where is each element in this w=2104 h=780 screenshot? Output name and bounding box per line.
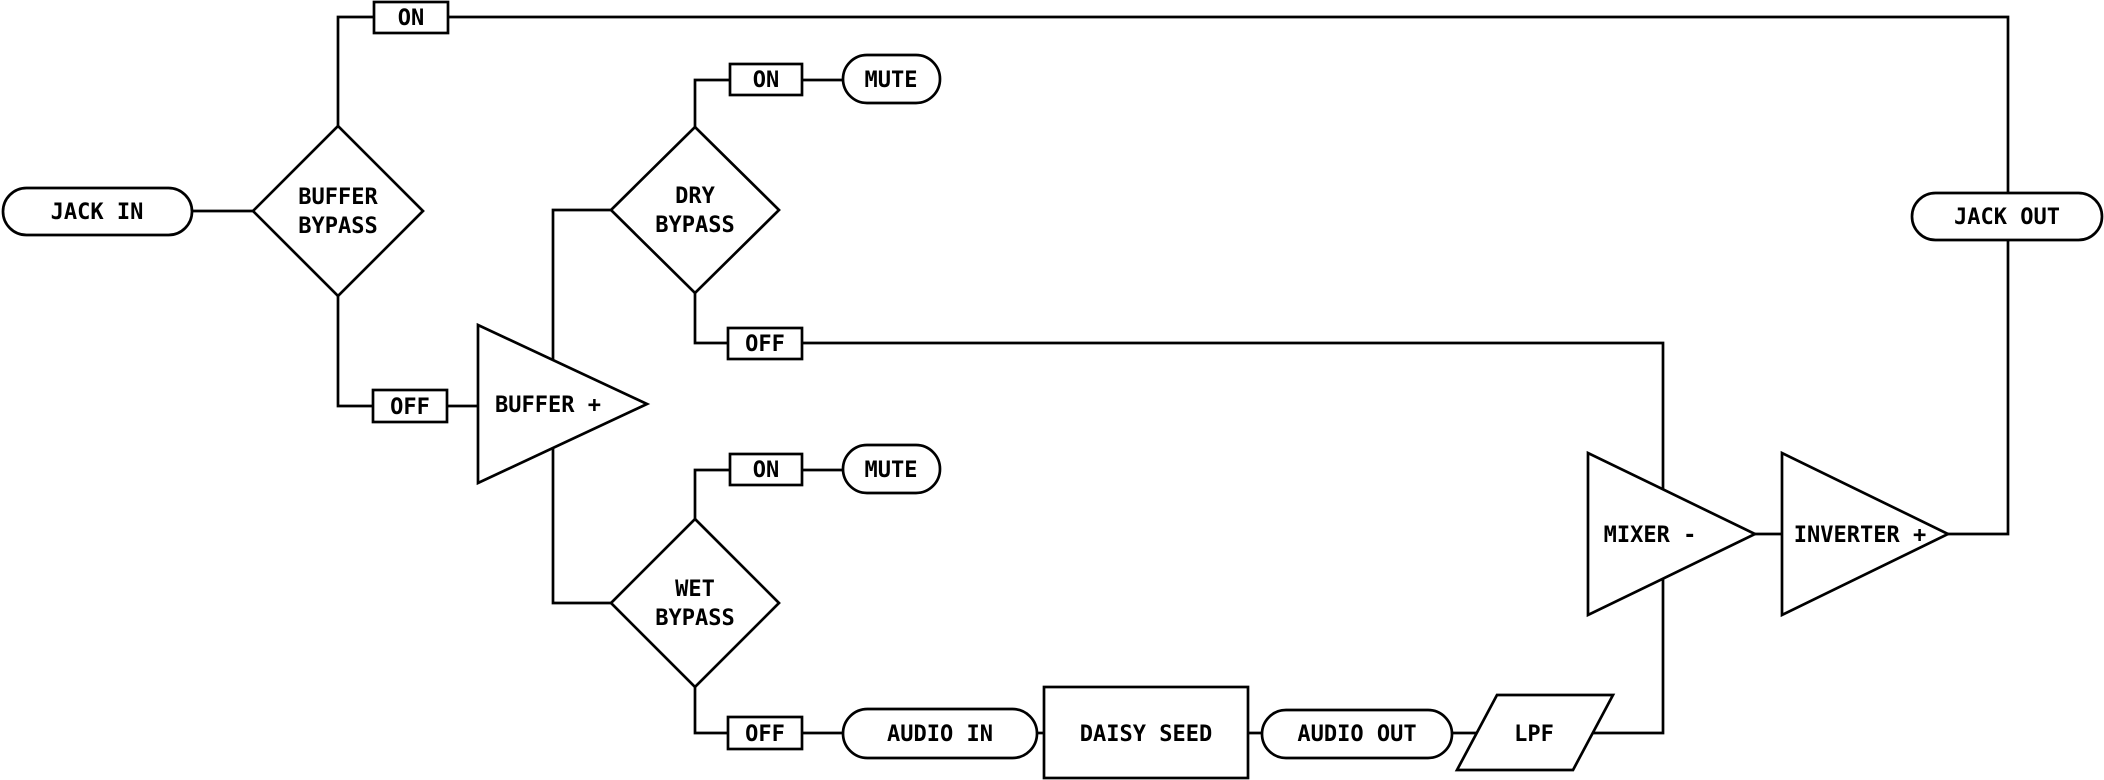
- edge-buffer-bypass-to-on-top: [336, 15, 374, 128]
- edge-inverter-to-jack-out: [1946, 238, 2010, 536]
- edge-off-dry-to-mixer: [802, 341, 1665, 500]
- jack-in-node: JACK IN: [1, 186, 194, 237]
- dry-bypass-on-shape: [728, 62, 804, 97]
- audio-in-node: AUDIO IN: [841, 707, 1039, 760]
- daisy-seed-shape: [1042, 685, 1250, 780]
- wet-bypass-node: WET BYPASS: [609, 517, 781, 689]
- wet-bypass-on-node: ON: [728, 452, 804, 487]
- dry-mute-node: MUTE: [841, 53, 942, 105]
- wet-bypass-on-shape: [728, 452, 804, 487]
- edge-buffer-amp-to-wet-bypass: [551, 436, 612, 605]
- buffer-bypass-on-label: ON: [398, 6, 425, 31]
- inverter-shape: [1780, 450, 1952, 618]
- mixer-shape: [1586, 450, 1759, 618]
- dry-mute-label: MUTE: [865, 68, 918, 93]
- wet-bypass-off-label: OFF: [745, 722, 785, 747]
- wet-mute-label: MUTE: [865, 458, 918, 483]
- buffer-bypass-off-label: OFF: [390, 395, 430, 420]
- wet-bypass-label-line1: WET: [675, 577, 715, 602]
- daisy-seed-node: DAISY SEED: [1042, 685, 1250, 780]
- dry-mute-shape: [841, 53, 942, 105]
- edge-dry-bypass-to-on-dry: [693, 78, 730, 130]
- buffer-bypass-on-node: ON: [372, 0, 450, 35]
- dry-bypass-off-node: OFF: [726, 326, 804, 361]
- dry-bypass-label-line1: DRY: [675, 184, 715, 209]
- jack-in-label: JACK IN: [51, 200, 144, 225]
- edge-lpf-to-mixer: [1580, 570, 1665, 735]
- audio-out-label: AUDIO OUT: [1297, 722, 1416, 747]
- audio-out-shape: [1260, 708, 1454, 760]
- buffer-amp-label: BUFFER +: [495, 393, 601, 418]
- audio-in-shape: [841, 707, 1039, 760]
- edge-on-top-to-jack-out: [448, 15, 2010, 195]
- wet-bypass-on-label: ON: [753, 458, 780, 483]
- jack-out-label: JACK OUT: [1954, 205, 2060, 230]
- dry-bypass-shape: [609, 125, 781, 295]
- dry-bypass-node: DRY BYPASS: [609, 125, 781, 295]
- edge-wet-bypass-to-off-wet: [693, 685, 728, 735]
- dry-bypass-on-node: ON: [728, 62, 804, 97]
- wet-mute-node: MUTE: [841, 443, 942, 495]
- jack-in-shape: [1, 186, 194, 237]
- jack-out-shape: [1910, 191, 2104, 242]
- buffer-bypass-node: BUFFER BYPASS: [251, 124, 425, 298]
- buffer-amp-node: BUFFER +: [476, 322, 651, 486]
- wet-bypass-shape: [609, 517, 781, 689]
- audio-in-label: AUDIO IN: [887, 722, 993, 747]
- edge-wet-bypass-to-on-wet: [693, 468, 730, 521]
- inverter-label: INVERTER +: [1794, 523, 1926, 548]
- dry-bypass-label-line2: BYPASS: [655, 213, 734, 238]
- lpf-label: LPF: [1514, 722, 1554, 747]
- buffer-bypass-label-line2: BYPASS: [298, 214, 377, 239]
- lpf-shape: [1454, 693, 1616, 772]
- daisy-seed-label: DAISY SEED: [1080, 722, 1212, 747]
- buffer-bypass-on-shape: [372, 0, 450, 35]
- jack-out-node: JACK OUT: [1910, 191, 2104, 242]
- edge-dry-bypass-to-off-dry: [693, 291, 728, 345]
- lpf-node: LPF: [1454, 693, 1616, 772]
- wet-bypass-label-line2: BYPASS: [655, 606, 734, 631]
- dry-bypass-off-shape: [726, 326, 804, 361]
- dry-bypass-on-label: ON: [753, 68, 780, 93]
- edge-buffer-amp-to-dry-bypass: [551, 208, 612, 372]
- buffer-amp-shape: [476, 322, 651, 486]
- mixer-node: MIXER -: [1586, 450, 1759, 618]
- buffer-bypass-off-shape: [371, 388, 449, 424]
- wet-bypass-off-node: OFF: [726, 715, 804, 751]
- mixer-label: MIXER -: [1604, 523, 1697, 548]
- wet-mute-shape: [841, 443, 942, 495]
- audio-out-node: AUDIO OUT: [1260, 708, 1454, 760]
- inverter-node: INVERTER +: [1780, 450, 1952, 618]
- buffer-bypass-label-line1: BUFFER: [298, 185, 378, 210]
- wet-bypass-off-shape: [726, 715, 804, 751]
- edge-buffer-bypass-to-off-buffer: [336, 294, 373, 408]
- dry-bypass-off-label: OFF: [745, 332, 785, 357]
- buffer-bypass-shape: [251, 124, 425, 298]
- buffer-bypass-off-node: OFF: [371, 388, 449, 424]
